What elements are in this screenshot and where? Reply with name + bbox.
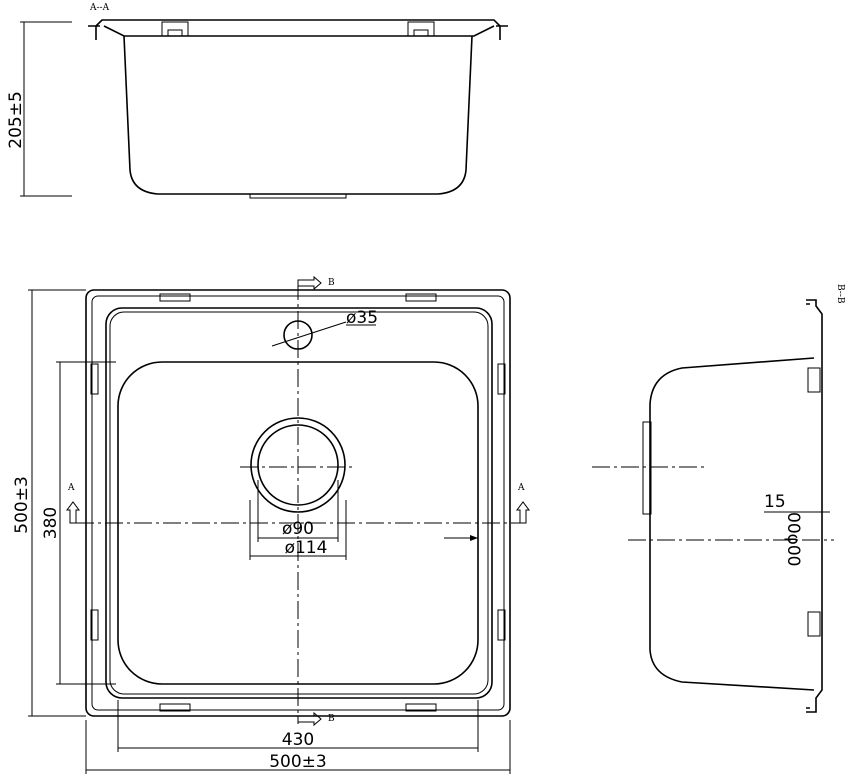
plan-bowl-edge: [105, 307, 493, 699]
plan-view: ø35 ø90 ø114 B B A A: [12, 275, 530, 774]
side-clip-top: [807, 367, 821, 393]
clip-left-inner: [167, 29, 183, 37]
overflow-arrow-head: [470, 535, 478, 541]
rim-inner: [103, 25, 495, 37]
label-b-bottom: B: [328, 714, 335, 724]
arrow-b-top-icon: [297, 275, 322, 291]
label-b-top: B: [328, 278, 335, 288]
dim-430-text: 430: [282, 730, 314, 750]
plan-clip-right-bottom: [497, 609, 506, 641]
tap-hole-leader: [271, 321, 347, 347]
rim-outline: [95, 19, 501, 40]
arrow-a-right-icon: [516, 501, 530, 524]
tap-hole-circle: [283, 320, 313, 350]
plan-clip-top-left: [159, 293, 191, 302]
plan-bowl-edge-inner: [109, 311, 489, 695]
plan-clip-bottom-left: [159, 703, 191, 712]
side-clip-bottom: [807, 611, 821, 637]
dim-114-text: ø114: [285, 538, 328, 558]
section-marker-b-top: B: [297, 275, 335, 291]
drain-outer-circle: [250, 417, 346, 513]
side-flange-lips: [806, 303, 810, 709]
side-flange: [806, 299, 823, 713]
dim-500h-text: 500±3: [269, 752, 327, 772]
plan-clip-left-top: [90, 363, 99, 395]
section-b-b-title: B--B: [835, 284, 845, 304]
drain-inner-circle: [257, 424, 339, 506]
dim-500v-text: 500±3: [12, 476, 32, 534]
section-a-a-title: A--A: [89, 3, 110, 13]
section-a-a: A--A 205±5: [6, 3, 508, 199]
bowl-outline: [123, 35, 473, 195]
clip-left: [161, 21, 189, 37]
label-a-left: A: [67, 483, 75, 493]
dim-380-text: 380: [41, 507, 61, 539]
plan-clip-right-top: [497, 363, 506, 395]
plan-clip-top-right: [405, 293, 437, 302]
plan-clip-bottom-right: [405, 703, 437, 712]
clip-right-inner: [413, 29, 429, 37]
dim-90-text: ø90: [282, 519, 314, 539]
label-a-right: A: [517, 483, 525, 493]
section-marker-a-right: A: [516, 483, 530, 524]
arrow-a-left-icon: [66, 501, 80, 524]
section-marker-b-bottom: B: [297, 711, 335, 727]
tap-hole-text: ø35: [346, 308, 378, 328]
side-bowl-outline: [649, 357, 815, 691]
section-marker-a-left: A: [66, 483, 80, 524]
section-b-b: B--B 15 00φ00: [592, 284, 845, 713]
drain-outlet: [249, 194, 347, 199]
arrow-b-bottom-icon: [297, 711, 322, 727]
plan-clip-left-bottom: [90, 609, 99, 641]
dim-205-text: 205±5: [6, 91, 26, 149]
dim-15-text: 15: [764, 492, 786, 512]
side-drain-stub: [642, 421, 652, 515]
clip-right: [407, 21, 435, 37]
overflow-label: 00φ00: [783, 512, 803, 566]
